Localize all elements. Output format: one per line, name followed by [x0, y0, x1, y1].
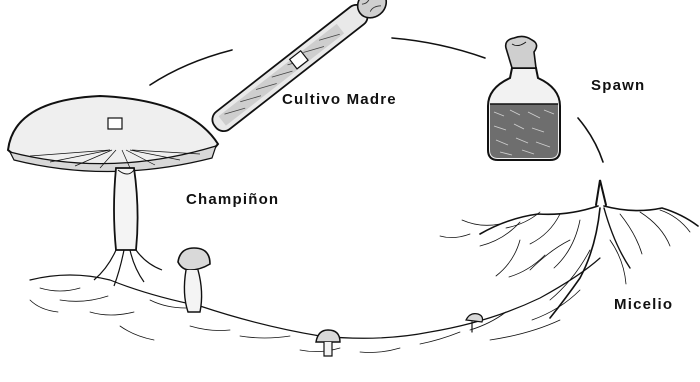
spawn-bottle-illustration — [488, 36, 560, 160]
arc-segment-left-top — [150, 50, 232, 85]
culture-tube-illustration — [207, 0, 392, 137]
label-micelio: Micelio — [614, 296, 673, 313]
label-cultivo-madre: Cultivo Madre — [282, 91, 397, 108]
arc-segment-right — [578, 118, 603, 162]
label-champinon: Champiñon — [186, 191, 279, 208]
ground-and-young-mushrooms — [30, 248, 600, 356]
arc-segment-top-right — [392, 38, 485, 58]
label-spawn: Spawn — [591, 77, 645, 94]
